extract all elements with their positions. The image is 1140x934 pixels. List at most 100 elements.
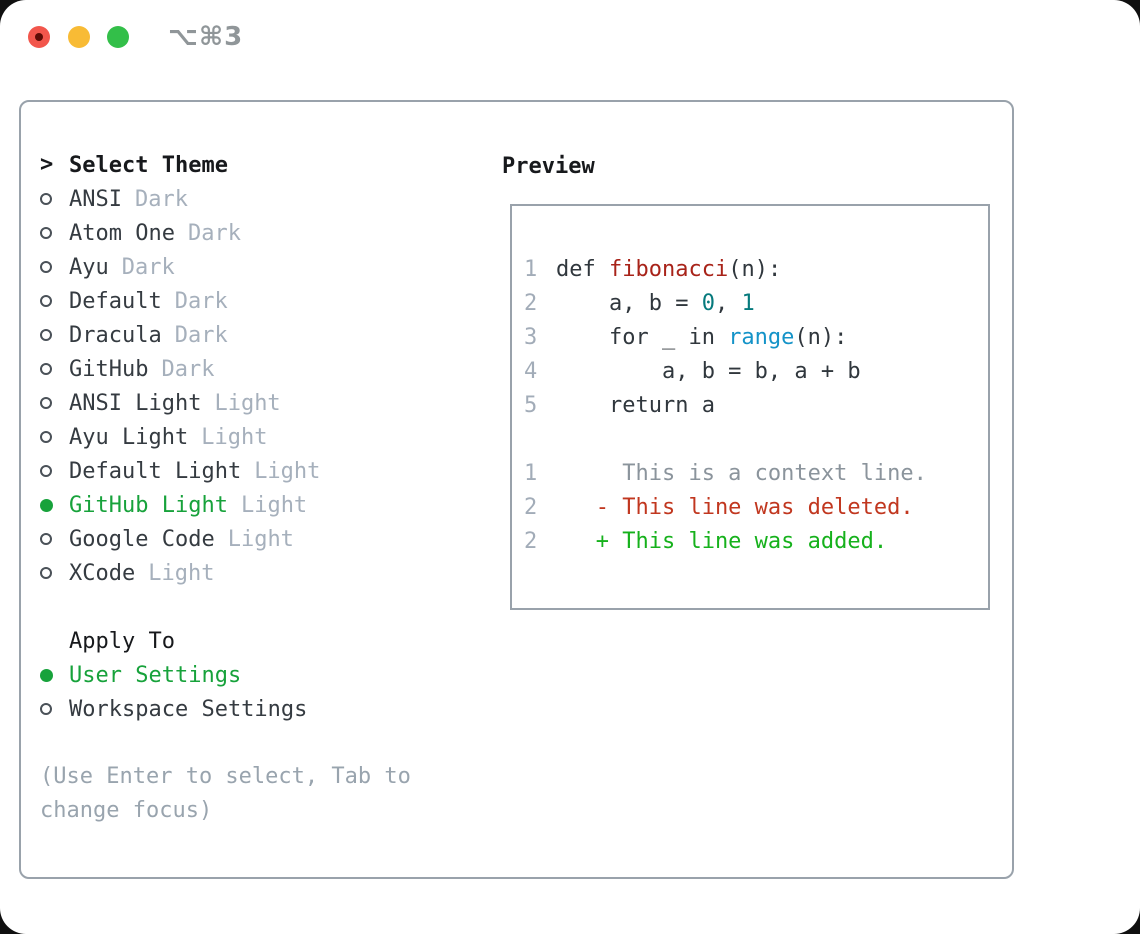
line-number: 4 xyxy=(524,359,538,384)
line-number: 2 xyxy=(524,529,538,554)
theme-name: Default Light xyxy=(69,458,242,484)
apply-option-user-settings[interactable]: User Settings xyxy=(40,658,480,692)
select-theme-header-row: > Select Theme xyxy=(40,148,480,182)
theme-option-google-code[interactable]: Google Code Light xyxy=(40,522,480,556)
code-token-added: + This line was added. xyxy=(556,529,888,554)
code-token-num: 1 xyxy=(741,291,755,316)
radio-unselected-icon[interactable] xyxy=(40,465,52,477)
code-token-num: 0 xyxy=(701,291,715,316)
theme-variant-badge: Dark xyxy=(161,356,215,382)
theme-variant-badge: Light xyxy=(254,458,321,484)
spacer xyxy=(40,726,480,760)
theme-option-dracula[interactable]: Dracula Dark xyxy=(40,318,480,352)
radio-unselected-icon[interactable] xyxy=(40,295,52,307)
theme-option-ansi[interactable]: ANSI Dark xyxy=(40,182,480,216)
apply-option-label: User Settings xyxy=(69,662,242,688)
preview-line: 5 return a xyxy=(524,389,988,423)
code-token-builtin: range xyxy=(728,325,795,350)
zoom-button[interactable] xyxy=(107,26,129,48)
code-token-plain: return a xyxy=(556,393,715,418)
close-button[interactable] xyxy=(28,26,50,48)
theme-name: Dracula xyxy=(69,322,162,348)
line-number: 1 xyxy=(524,461,538,486)
minimize-button[interactable] xyxy=(68,26,90,48)
theme-variant-badge: Dark xyxy=(134,186,188,212)
radio-unselected-icon[interactable] xyxy=(40,703,52,715)
radio-unselected-icon[interactable] xyxy=(40,363,52,375)
radio-selected-icon[interactable] xyxy=(40,498,53,512)
theme-name: Google Code xyxy=(69,526,215,552)
preview-line: 2 a, b = 0, 1 xyxy=(524,287,988,321)
theme-variant-badge: Light xyxy=(240,492,308,518)
apply-option-label: Workspace Settings xyxy=(69,696,308,722)
theme-name: ANSI Light xyxy=(69,390,202,416)
radio-unselected-icon[interactable] xyxy=(40,567,52,579)
preview-line: 2 + This line was added. xyxy=(524,525,988,559)
preview-line: 2 - This line was deleted. xyxy=(524,491,988,525)
theme-variant-badge: Light xyxy=(148,560,215,586)
theme-option-ansi-light[interactable]: ANSI Light Light xyxy=(40,386,480,420)
theme-variant-badge: Light xyxy=(214,390,281,416)
preview-line xyxy=(524,423,988,457)
apply-to-header-row: Apply To xyxy=(40,624,480,658)
preview-line: 1 This is a context line. xyxy=(524,457,988,491)
theme-variant-badge: Dark xyxy=(174,322,228,348)
preview-line: 3 for _ in range(n): xyxy=(524,321,988,355)
apply-to-heading: Apply To xyxy=(69,628,175,654)
keyboard-hint: (Use Enter to select, Tab to change focu… xyxy=(40,764,411,823)
theme-option-default[interactable]: Default Dark xyxy=(40,284,480,318)
code-token-plain: a, b = b, a + b xyxy=(556,359,861,384)
preview-heading: Preview xyxy=(502,154,595,179)
code-token-plain: (n): xyxy=(794,325,848,350)
radio-unselected-icon[interactable] xyxy=(40,193,52,205)
theme-option-atom-one[interactable]: Atom One Dark xyxy=(40,216,480,250)
theme-name: ANSI xyxy=(69,186,122,212)
theme-name: XCode xyxy=(69,560,136,586)
spacer xyxy=(40,590,480,624)
theme-variant-badge: Dark xyxy=(121,254,175,280)
radio-unselected-icon[interactable] xyxy=(40,431,52,443)
code-token-plain: a, b = xyxy=(556,291,702,316)
theme-option-github[interactable]: GitHub Dark xyxy=(40,352,480,386)
apply-option-workspace-settings[interactable]: Workspace Settings xyxy=(40,692,480,726)
line-number: 5 xyxy=(524,393,538,418)
theme-variant-badge: Dark xyxy=(187,220,241,246)
theme-name: Ayu xyxy=(69,254,109,280)
code-token-deleted: - This line was deleted. xyxy=(556,495,914,520)
radio-unselected-icon[interactable] xyxy=(40,329,52,341)
code-token-title: fibonacci xyxy=(608,257,729,282)
radio-unselected-icon[interactable] xyxy=(40,397,52,409)
theme-option-ayu[interactable]: Ayu Dark xyxy=(40,250,480,284)
theme-option-ayu-light[interactable]: Ayu Light Light xyxy=(40,420,480,454)
code-token-plain: , xyxy=(714,291,742,316)
theme-name: Atom One xyxy=(69,220,175,246)
line-number: 2 xyxy=(524,291,538,316)
line-number: 1 xyxy=(524,257,538,282)
titlebar: ⌥⌘3 xyxy=(0,0,1140,74)
code-token-context: This is a context line. xyxy=(556,461,927,486)
radio-unselected-icon[interactable] xyxy=(40,227,52,239)
code-token-plain: def xyxy=(556,257,609,282)
theme-option-xcode[interactable]: XCode Light xyxy=(40,556,480,590)
theme-name: Ayu Light xyxy=(69,424,189,450)
theme-option-default-light[interactable]: Default Light Light xyxy=(40,454,480,488)
theme-variant-badge: Dark xyxy=(174,288,228,314)
code-token-plain: (n): xyxy=(728,257,782,282)
radio-selected-icon[interactable] xyxy=(40,668,53,682)
line-number: 2 xyxy=(524,495,538,520)
theme-variant-badge: Light xyxy=(201,424,268,450)
theme-name: GitHub xyxy=(69,356,149,382)
window-title: ⌥⌘3 xyxy=(168,22,244,52)
theme-name: Default xyxy=(69,288,162,314)
radio-unselected-icon[interactable] xyxy=(40,261,52,273)
radio-unselected-icon[interactable] xyxy=(40,533,52,545)
code-token-plain: for _ in xyxy=(556,325,729,350)
theme-variant-badge: Light xyxy=(227,526,294,552)
